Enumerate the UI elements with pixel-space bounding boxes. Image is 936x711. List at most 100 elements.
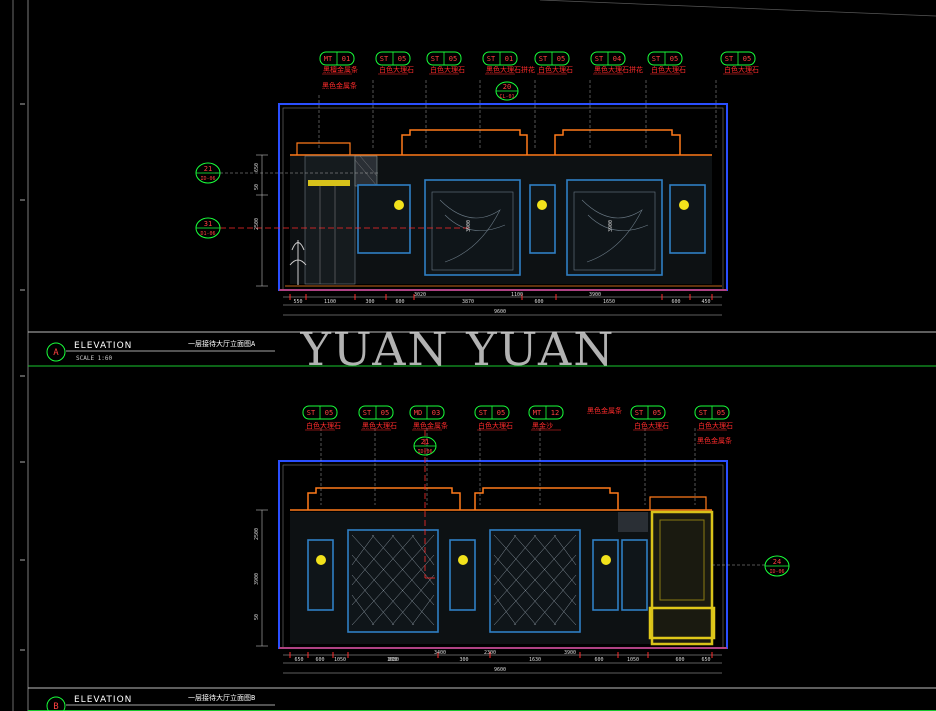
dimension-label: 650	[294, 657, 303, 663]
material-tag-number: 05	[381, 409, 389, 417]
callout-a-2-bottom: D1-06	[200, 231, 215, 237]
material-tag-note: 黑色大理石拼花	[594, 65, 643, 74]
material-tag-code: ST	[539, 55, 548, 63]
elevation-a	[215, 80, 728, 316]
material-tag-code: ST	[635, 409, 644, 417]
elevation-a-title: 一层接待大厅立面图A	[188, 339, 256, 348]
callout-a-1[interactable]: 21 ID-06	[195, 162, 221, 184]
callout-a-2[interactable]: 31 D1-06	[195, 217, 221, 239]
dimension-label: 300	[365, 299, 374, 305]
material-tag[interactable]: ST 05 白色大理石	[426, 51, 465, 75]
material-tag-note: 白色大理石	[379, 65, 414, 74]
material-tag-code: ST	[307, 409, 316, 417]
elevation-b-extra-note: 黑色金属条	[587, 406, 622, 415]
dimension-label: 650	[701, 657, 710, 663]
dimension-label: 600	[594, 657, 603, 663]
dimension-label: 1630	[387, 657, 399, 663]
callout-b-1[interactable]: 21 ID-06	[413, 436, 437, 456]
material-tag-note: 白色大理石	[306, 421, 341, 430]
elevation-b-label: ELEVATION	[74, 695, 132, 705]
elevation-a-label: ELEVATION	[74, 341, 132, 351]
elevation-a-center-mark-2: 3900	[608, 220, 614, 232]
elevation-a-marker: A	[53, 348, 59, 358]
dimension-label: 2300	[484, 650, 496, 656]
material-tag-note: 白色大理石	[724, 65, 759, 74]
material-tag-number: 05	[743, 55, 751, 63]
dimension-label: 1050	[334, 657, 346, 663]
material-tag-number: 05	[398, 55, 406, 63]
elevation-a-center-mark-1: 3900	[466, 220, 472, 232]
elevation-b-marker: B	[53, 702, 58, 711]
elevation-a-scale: SCALE 1:60	[76, 355, 113, 362]
callout-a-3[interactable]: 20 CL-01	[495, 81, 519, 101]
elevation-a-side-dim-3: 2500	[254, 218, 260, 230]
material-tag-number: 05	[557, 55, 565, 63]
material-tag[interactable]: MT 12 黑金沙	[528, 405, 564, 431]
material-tag-number: 01	[342, 55, 350, 63]
material-tag-note: 黑檀金属条	[323, 65, 358, 74]
dimension-label: 3020	[414, 292, 426, 298]
material-tag-code: ST	[479, 409, 488, 417]
callout-a-3-bottom: CL-01	[499, 94, 514, 100]
elevation-b-sub-note: 黑色金属条	[697, 436, 732, 445]
material-tag-note: 白色大理石	[634, 421, 669, 430]
dimension-label: 1650	[603, 299, 615, 305]
material-tag-code: ST	[652, 55, 661, 63]
material-tag-code: ST	[699, 409, 708, 417]
elevation-a-side-dim-2: 50	[254, 184, 260, 190]
callout-a-1-bottom: ID-06	[200, 176, 215, 182]
elevation-a-total: 9600	[494, 309, 506, 315]
material-tag-code: ST	[431, 55, 440, 63]
material-tag-note: 黑色大理石拼花	[486, 65, 535, 74]
watermark-text: YUAN YUAN	[299, 322, 615, 376]
callout-a-1-top: 21	[204, 165, 212, 173]
elevation-b-side-dim-1: 3900	[254, 573, 260, 585]
dimension-label: 600	[671, 299, 680, 305]
material-tag[interactable]: ST 04 黑色大理石拼花	[590, 51, 643, 75]
callout-b-2-top: 24	[773, 558, 781, 566]
material-tag-note: 黑金沙	[532, 421, 553, 430]
material-tag[interactable]: MT 01 黑檀金属条	[319, 51, 358, 75]
dimension-label: 1050	[627, 657, 639, 663]
material-tag-number: 05	[717, 409, 725, 417]
material-tag-code: MT	[533, 409, 542, 417]
callout-a-2-top: 31	[204, 220, 212, 228]
material-tag-code: MT	[324, 55, 333, 63]
callout-a-3-top: 20	[503, 83, 511, 91]
dimension-label: 3870	[462, 299, 474, 305]
material-tag-number: 01	[505, 55, 513, 63]
material-tag[interactable]: ST 05 白色大理石	[694, 405, 733, 431]
material-tag-note: 白色大理石	[698, 421, 733, 430]
dimension-label: 3400	[434, 650, 446, 656]
material-tag-note: 黑色金属条	[413, 421, 448, 430]
title-block-b: B ELEVATION 一层接待大厅立面图B	[46, 693, 275, 711]
material-tag-number: 04	[613, 55, 621, 63]
callout-b-2-bottom: ID-06	[769, 569, 784, 575]
material-tag-number: 12	[551, 409, 559, 417]
callout-b-2[interactable]: 24 ID-06	[764, 555, 790, 577]
material-tag-code: MD	[414, 409, 422, 417]
material-tag-code: ST	[595, 55, 604, 63]
material-tag-number: 05	[670, 55, 678, 63]
left-frame	[12, 0, 936, 711]
elevation-a-side-dim-1: 650	[254, 163, 260, 172]
material-tag-note: 白色大理石	[478, 421, 513, 430]
material-tag-code: ST	[363, 409, 372, 417]
dimension-label: 1630	[529, 657, 541, 663]
material-tag-note: 白色大理石	[430, 65, 465, 74]
dimension-label: 550	[293, 299, 302, 305]
material-tag-number: 05	[449, 55, 457, 63]
elevation-b	[256, 428, 765, 674]
title-block-a: A ELEVATION SCALE 1:60 一层接待大厅立面图A	[46, 339, 275, 362]
